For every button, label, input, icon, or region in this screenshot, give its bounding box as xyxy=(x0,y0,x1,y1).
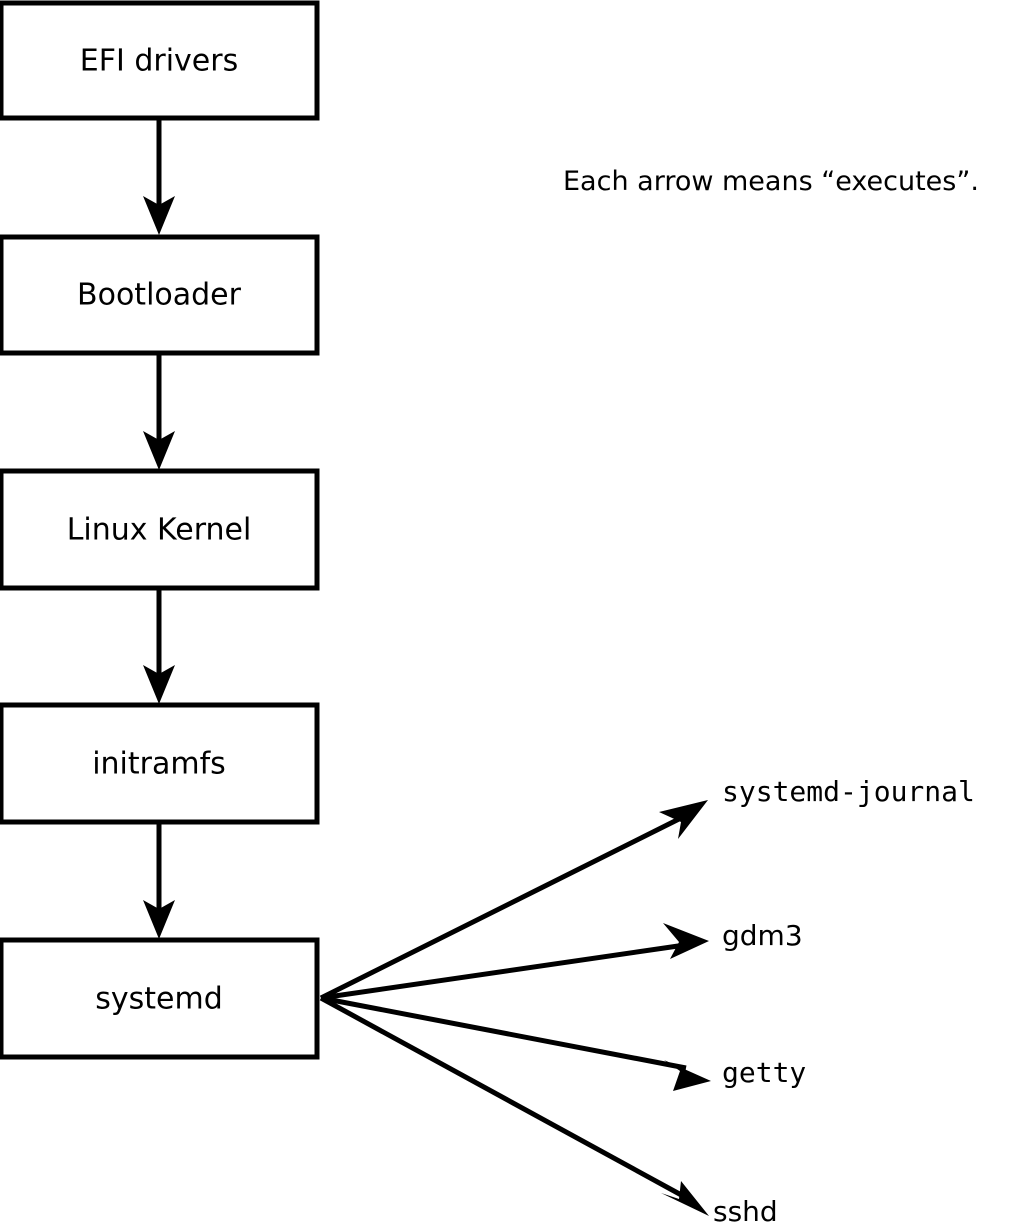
arrow-systemd-to-sshd xyxy=(319,995,709,1216)
arrow-systemd-to-systemd-journal xyxy=(319,800,708,1001)
node-box-rect xyxy=(0,234,320,356)
arrow-bootloader-to-kernel xyxy=(143,353,175,470)
diagram-caption: Each arrow means “executes”. xyxy=(563,166,979,197)
arrow-head-icon xyxy=(659,800,708,839)
service-label-gdm3: gdm3 xyxy=(722,919,803,952)
node-linux-kernel[interactable]: Linux Kernel xyxy=(0,468,320,591)
node-label: initramfs xyxy=(92,747,226,782)
arrow-kernel-to-initramfs xyxy=(143,588,175,704)
node-label: Linux Kernel xyxy=(67,513,252,548)
arrow-initramfs-to-systemd xyxy=(143,822,175,939)
service-label-sshd: sshd xyxy=(713,1195,778,1228)
service-label-systemd-journal: systemd-journal xyxy=(722,775,975,808)
arrow-head-icon xyxy=(143,196,175,235)
arrow-efi-to-bootloader xyxy=(143,118,175,235)
node-label: EFI drivers xyxy=(80,44,238,79)
service-label-getty: getty xyxy=(722,1056,806,1089)
node-box-rect xyxy=(0,0,320,121)
node-initramfs[interactable]: initramfs xyxy=(0,702,320,825)
node-box-rect xyxy=(0,702,320,825)
node-efi-drivers[interactable]: EFI drivers xyxy=(0,0,320,121)
node-systemd[interactable]: systemd xyxy=(0,937,320,1060)
node-label: systemd xyxy=(95,982,223,1017)
arrow-head-icon xyxy=(143,900,175,939)
node-label: Bootloader xyxy=(77,278,242,313)
arrow-head-icon xyxy=(143,665,175,704)
arrow-head-icon xyxy=(664,1060,711,1091)
arrow-head-icon xyxy=(143,431,175,470)
arrow-systemd-to-getty xyxy=(320,995,711,1091)
node-box-rect xyxy=(0,937,320,1060)
arrow-systemd-to-gdm3 xyxy=(320,923,709,1001)
node-bootloader[interactable]: Bootloader xyxy=(0,234,320,356)
arrow-head-icon xyxy=(663,923,709,959)
arrow-head-icon xyxy=(661,1181,709,1216)
